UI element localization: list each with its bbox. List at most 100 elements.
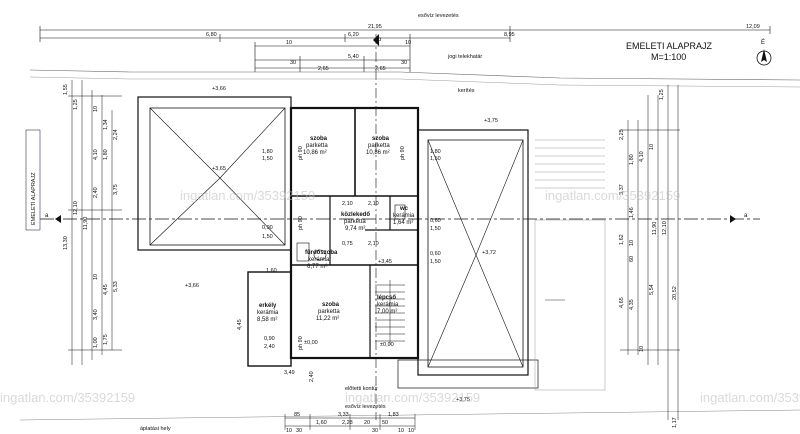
svg-text:parketta: parketta <box>306 143 328 149</box>
inner-dim-u: 0,75 <box>342 241 353 247</box>
right-dim-17: 1,17 <box>672 417 678 428</box>
left-dim-6: 1,34 <box>103 119 109 130</box>
inner-dim-l: 0,60 <box>430 251 441 257</box>
right-dim-10: 4,65 <box>619 297 625 308</box>
left-stamp-box <box>25 129 41 231</box>
svg-text:szoba: szoba <box>310 136 328 142</box>
left-dim-10: 10 <box>93 274 99 280</box>
bottom-dimension-lines <box>284 414 416 430</box>
section-a-label-left: a <box>45 213 49 219</box>
dim-s2: 30 <box>290 60 296 66</box>
left-stamp-text: EMELETI ALAPRAJZ <box>31 172 37 225</box>
svg-text:parketta: parketta <box>318 309 340 315</box>
dim-d5: 2,65 <box>318 66 329 72</box>
right-dim-16: 10 <box>649 144 655 150</box>
fence-line-top <box>29 76 800 88</box>
svg-text:parketta: parketta <box>368 143 390 149</box>
bottom-dim-b7: 10 <box>286 428 292 434</box>
svg-text:szoba: szoba <box>372 136 390 142</box>
left-dim-2: 12,10 <box>73 201 79 215</box>
right-dim-2: 3,37 <box>619 184 625 195</box>
left-dim-5: 10 <box>93 106 99 112</box>
svg-text:7,00 m²: 7,00 m² <box>377 309 397 315</box>
left-dim-14: 2,24 <box>113 129 119 140</box>
right-dim-4: 4,10 <box>639 151 645 162</box>
watermark-bottom-right: ingatlan.com/35392159 <box>700 390 800 405</box>
svg-text:kerámia: kerámia <box>377 302 399 308</box>
dim-d2: 6,20 <box>348 32 359 38</box>
left-dim-0: 1,55 <box>63 84 69 95</box>
bottom-dim-b8: 30 <box>296 428 302 434</box>
right-dim-12: 10 <box>639 346 645 352</box>
svg-text:1,64 m²: 1,64 m² <box>393 220 413 226</box>
inner-dim-b: 1,50 <box>262 156 273 162</box>
inner-dim-ph3: ph 90 <box>298 216 304 230</box>
right-dimension-lines <box>620 85 680 420</box>
level-l2: +3,65 <box>212 166 226 172</box>
plan-scale: M=1:100 <box>651 52 686 62</box>
left-dimension-lines <box>68 80 122 365</box>
level-l9: ±0,00 <box>380 342 394 348</box>
dim-right-width: 12,09 <box>746 24 760 30</box>
left-dim-7: 4,10 <box>93 149 99 160</box>
inner-dim-ph: ph 90 <box>298 146 304 160</box>
room-label-kozlekedo: közlekedő parketta 9,74 m² <box>341 212 370 232</box>
dim-d1: 6,80 <box>206 32 217 38</box>
level-l5: +3,66 <box>185 283 199 289</box>
section-marker-a-right: a <box>730 213 748 223</box>
staircase <box>375 280 405 345</box>
bottom-dim-b1: 85 <box>294 412 300 418</box>
inner-dim-x: 2,10 <box>368 241 379 247</box>
left-dim-15: 3,75 <box>113 184 119 195</box>
dim-total-width: 21,95 <box>368 24 382 30</box>
property-line-bottom <box>19 409 800 421</box>
left-dim-16: 4,45 <box>103 284 109 295</box>
level-l7: +3,75 <box>456 397 470 403</box>
watermark-center: ingatlan.com/35392159 <box>180 188 315 203</box>
inner-dim-h: 1,80 <box>430 149 441 155</box>
dim-d6: 2,65 <box>375 66 386 72</box>
inner-dim-v: 2,10 <box>368 201 379 207</box>
inner-dim-c: 0,90 <box>262 225 273 231</box>
right-dim-6: 1,62 <box>619 234 625 245</box>
left-dim-11: 3,40 <box>93 309 99 320</box>
svg-text:kerámia: kerámia <box>308 257 330 263</box>
level-l3: +3,75 <box>484 118 498 124</box>
svg-text:kerámia: kerámia <box>257 310 279 316</box>
right-dim-5: 1,46 <box>629 207 635 218</box>
dim-s4: 10 <box>405 40 411 46</box>
svg-text:szoba: szoba <box>322 302 340 308</box>
inner-dim-n: 4,45 <box>237 319 243 330</box>
watermark-bottom-center: ingatlan.com/35392159 <box>345 390 480 405</box>
inner-dim-q: 3,49 <box>284 370 295 376</box>
core-walls <box>247 106 420 367</box>
note-eloteti: előtetti kontúr <box>345 386 378 392</box>
left-dim-8: 2,40 <box>93 187 99 198</box>
left-dim-9: 1,80 <box>103 149 109 160</box>
property-line-top <box>29 69 800 81</box>
note-esoviz-bottom: esővíz levezetés <box>345 404 386 410</box>
level-l8: ±0,00 <box>304 340 318 346</box>
right-dim-15: 11,90 <box>652 222 658 235</box>
inner-dim-ph2: ph 90 <box>400 146 406 160</box>
svg-text:lépcső: lépcső <box>377 295 396 301</box>
svg-text:wc: wc <box>399 206 409 212</box>
bottom-dim-b3: 1,83 <box>388 412 399 418</box>
bottom-dim-b11: 10 <box>408 428 414 434</box>
section-a-label-right: a <box>744 213 748 219</box>
inner-dim-g: 2,40 <box>264 344 275 350</box>
right-dim-11: 5,54 <box>649 284 655 295</box>
svg-text:6,77 m²: 6,77 m² <box>307 264 327 270</box>
inner-dim-j: 0,60 <box>430 218 441 224</box>
room-label-wc: wc kerámia 1,64 m² <box>393 206 415 226</box>
left-dim-1: 1,25 <box>73 99 79 110</box>
right-dim-14: 12,10 <box>662 221 668 235</box>
north-label: É <box>761 39 765 46</box>
room-label-lepcso: lépcső kerámia 7,00 m² <box>377 295 399 315</box>
bottom-dim-b2: 3,33 <box>338 412 349 418</box>
right-side-area <box>534 219 606 391</box>
bottom-dim-b9: 30 <box>372 428 378 434</box>
bottom-dim-b12: 50 <box>382 420 388 426</box>
room-label-szoba-3: szoba parketta 11,22 m² <box>316 302 340 322</box>
